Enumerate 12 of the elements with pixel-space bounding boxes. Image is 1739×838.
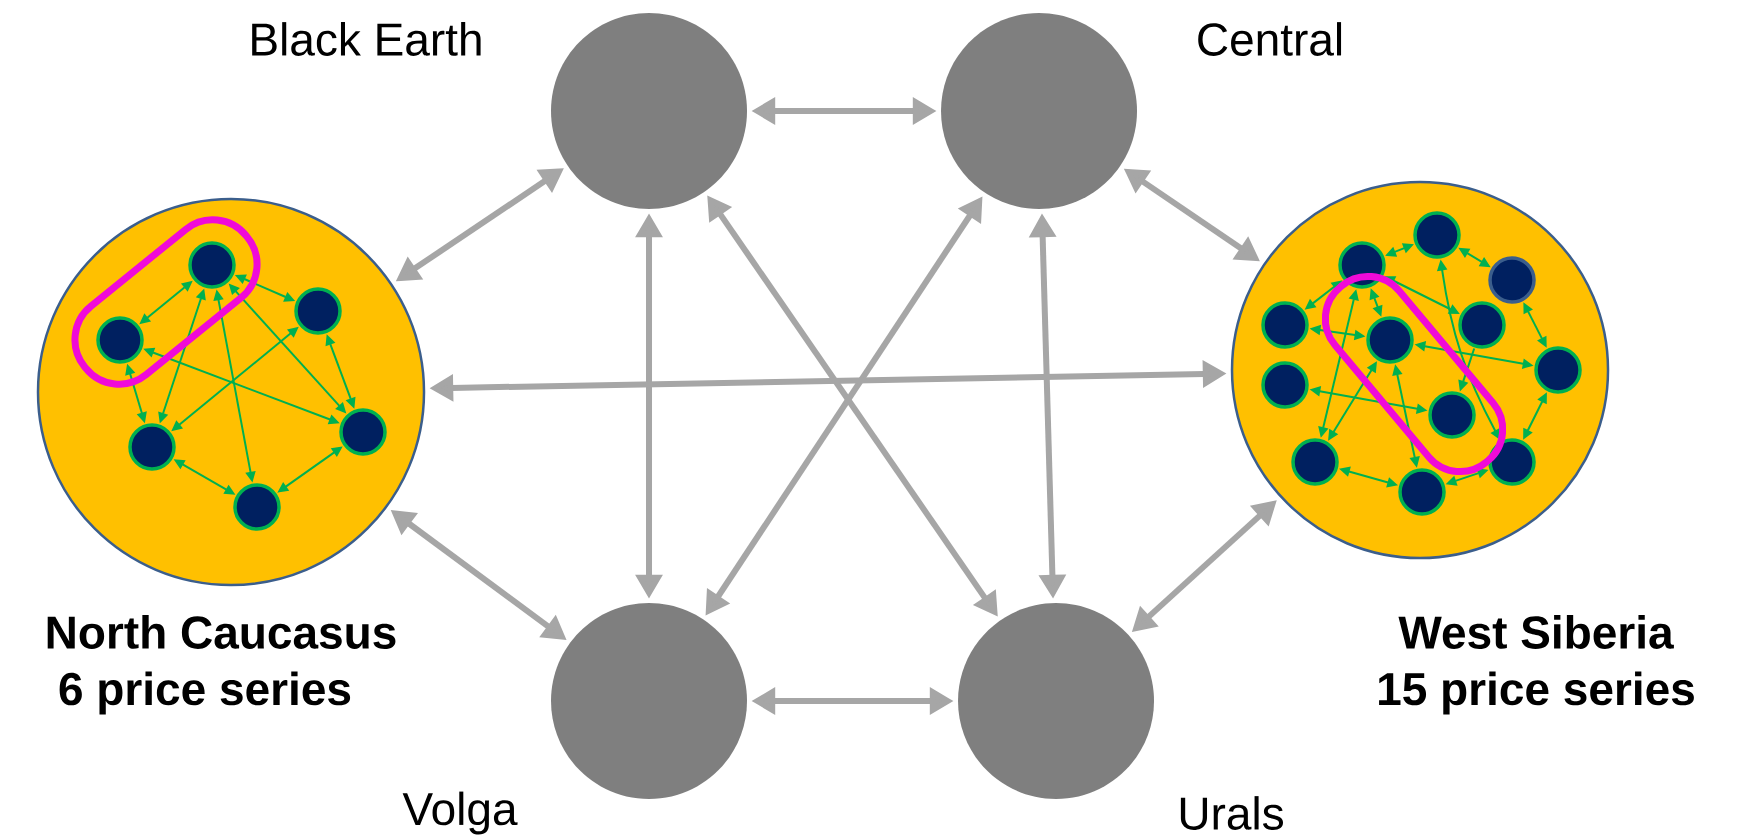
region-name: 6 price series — [59, 671, 351, 715]
region-name: West Siberia — [1398, 615, 1674, 649]
region-circle — [958, 603, 1283, 830]
region-circle — [941, 13, 1342, 209]
region-name: Urals — [1180, 796, 1283, 830]
region-name: Black Earth — [252, 22, 481, 56]
region-circle — [402, 603, 747, 835]
region-name: Volga — [402, 791, 518, 835]
region-name: Central — [1198, 22, 1342, 56]
region-name: North Caucasus — [47, 615, 396, 649]
region-name: 15 price series — [1379, 671, 1694, 715]
region-circle — [252, 13, 747, 209]
